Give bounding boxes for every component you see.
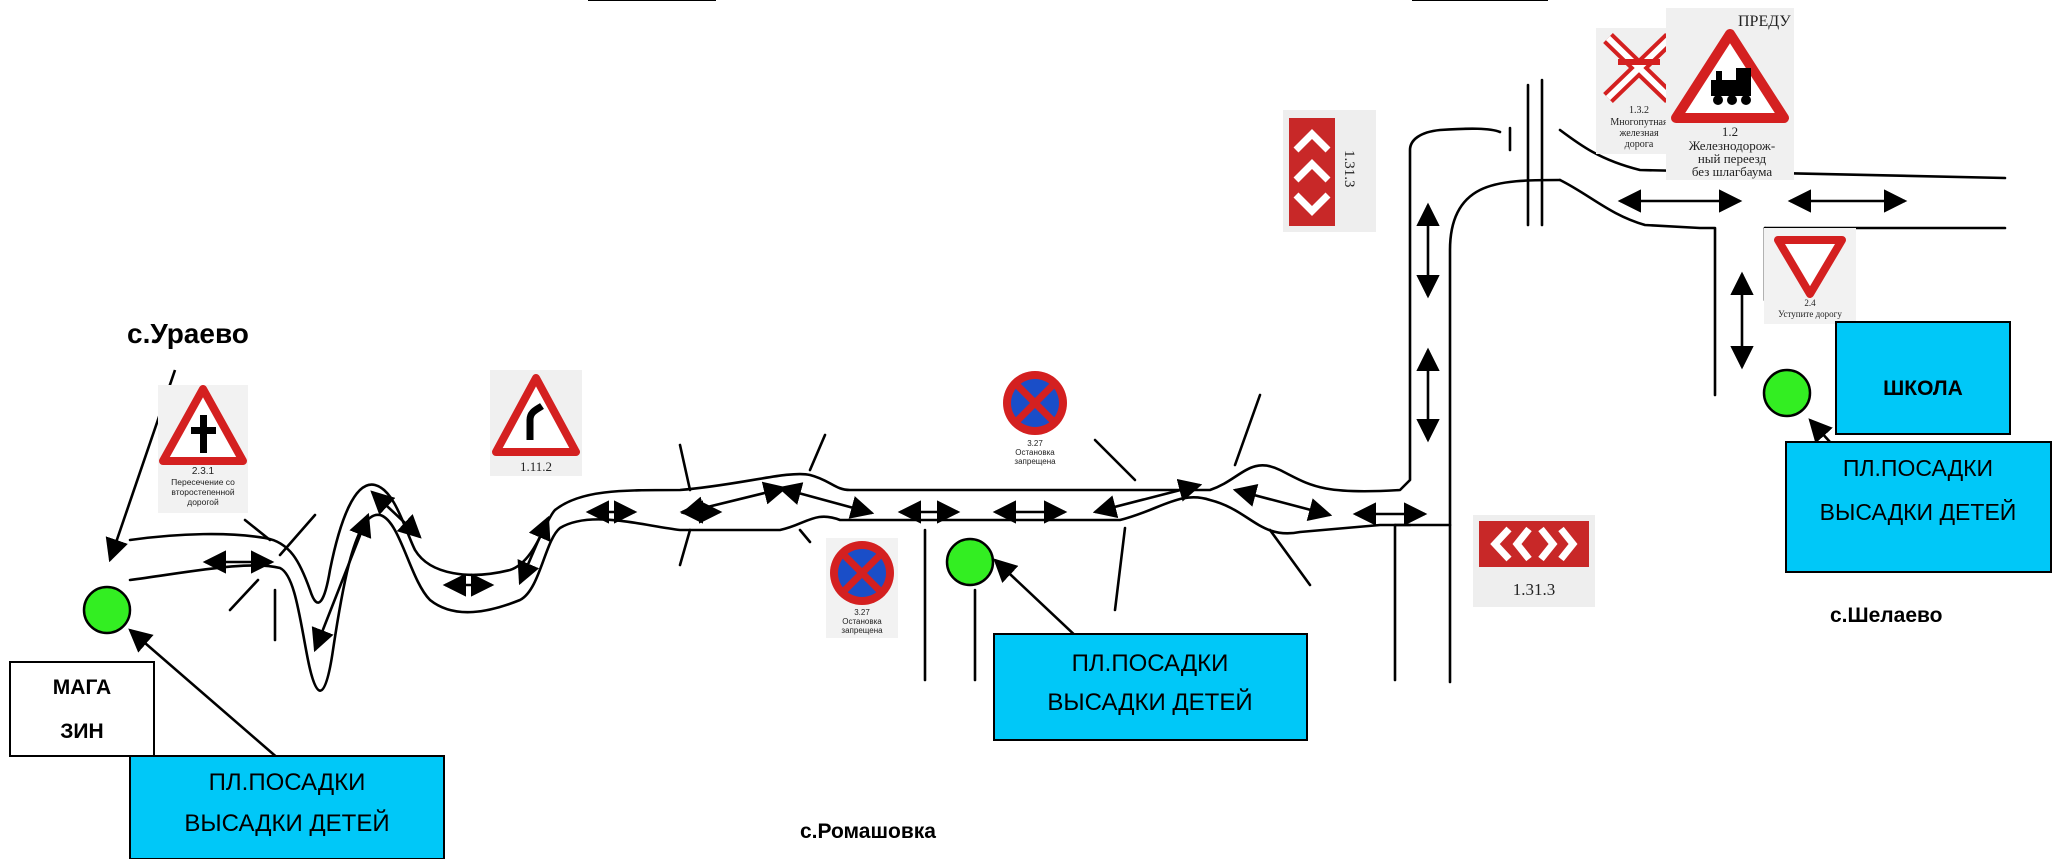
sign-code: 1.3.2 xyxy=(1629,105,1649,116)
lane-arrows xyxy=(202,189,1908,653)
school-label: ШКОЛА xyxy=(1883,377,1963,400)
sign-1-11-2: 1.11.2 xyxy=(490,370,582,476)
stop-marker-left xyxy=(82,585,132,635)
sign-code: 1.11.2 xyxy=(520,459,552,474)
sign-1-2: ПРЕДУ 1.2 Железнодорож- ный переезд без … xyxy=(1666,8,1794,180)
sign-code: 2.4 xyxy=(1804,298,1816,308)
road-stub xyxy=(1268,528,1312,587)
sign-1-31-3-vertical: 1.31.3 xyxy=(1283,110,1376,232)
sign-caption: Остановка xyxy=(842,617,882,626)
stop-area-box-right: ПЛ.ПОСАДКИ ВЫСАДКИ ДЕТЕЙ xyxy=(1785,441,2052,573)
stop-area-box-left: ПЛ.ПОСАДКИ ВЫСАДКИ ДЕТЕЙ xyxy=(129,755,445,859)
road-stub xyxy=(678,528,692,567)
stop-area-label: ПЛ.ПОСАДКИ xyxy=(1072,650,1229,677)
lane-arrow xyxy=(517,515,551,586)
road-stub xyxy=(1233,393,1262,467)
sign-3-27-bottom: 3.27 Остановка запрещена xyxy=(826,538,898,638)
sign-caption: дорога xyxy=(1625,139,1654,150)
sign-caption: железная xyxy=(1618,128,1659,139)
sign-caption: без шлагбаума xyxy=(1692,164,1773,179)
sign-code: 1.31.3 xyxy=(1341,150,1357,188)
sign-caption: Железнодорож- xyxy=(1689,138,1776,153)
stop-area-box-center: ПЛ.ПОСАДКИ ВЫСАДКИ ДЕТЕЙ xyxy=(993,633,1308,741)
sign-2-3-1: 2.3.1 Пересечение со второстепенной доро… xyxy=(158,385,248,513)
sign-2-4: 2.4 Уступите дорогу xyxy=(1764,228,1856,324)
stop-area-label: ВЫСАДКИ ДЕТЕЙ xyxy=(184,809,389,837)
shop-label: МАГА xyxy=(53,676,111,699)
road-stub xyxy=(808,433,827,472)
curve-warning-icon xyxy=(492,374,580,456)
road-stub xyxy=(1113,526,1127,612)
give-way-icon xyxy=(1774,236,1846,298)
road-stub xyxy=(678,443,692,492)
sign-3-27-top: 3.27 Остановка запрещена xyxy=(1003,371,1067,466)
school-box: ШКОЛА xyxy=(1835,321,2011,435)
stop-area-label: ПЛ.ПОСАДКИ xyxy=(1843,455,1993,481)
sign-caption: запрещена xyxy=(1014,457,1056,466)
sign-caption: дорогой xyxy=(187,497,219,507)
sign-caption: ный переезд xyxy=(1698,151,1767,166)
stop-marker-right xyxy=(1762,368,1812,418)
sign-code: 2.3.1 xyxy=(192,466,215,477)
stop-area-label: ВЫСАДКИ ДЕТЕЙ xyxy=(1047,688,1252,716)
place-label-romashovka: с.Ромашовка xyxy=(800,820,936,843)
sign-code: 3.27 xyxy=(1027,439,1043,448)
sign-caption: второстепенной xyxy=(171,487,235,497)
shop-box: МАГА ЗИН xyxy=(9,661,155,757)
sign-1-31-3-horizontal: 1.31.3 xyxy=(1473,515,1595,607)
road-stub xyxy=(798,528,812,544)
sign-code: 1.2 xyxy=(1722,124,1738,139)
sign-code: 3.27 xyxy=(854,608,870,617)
lane-arrow xyxy=(311,512,372,653)
sign-caption: Пересечение со xyxy=(171,477,235,487)
pointer-stop-right xyxy=(1808,418,1833,444)
sign-caption: Остановка xyxy=(1015,448,1055,457)
railway-cross-icon xyxy=(1603,32,1675,104)
pointer-stop-left xyxy=(128,628,281,761)
sign-code: 1.31.3 xyxy=(1513,580,1556,599)
pointer-stop-center xyxy=(993,558,1081,641)
stop-area-label: ВЫСАДКИ ДЕТЕЙ xyxy=(1820,498,2017,525)
place-label-uraevo: с.Ураево xyxy=(127,318,249,349)
lane-arrow xyxy=(777,482,875,519)
sign-caption: запрещена xyxy=(841,626,883,635)
road-right-lower xyxy=(1558,178,1717,397)
lane-arrow xyxy=(370,490,422,539)
stop-area-label: ПЛ.ПОСАДКИ xyxy=(209,769,366,796)
place-label-shelaevo: с.Шелаево xyxy=(1830,604,1942,627)
road-stub xyxy=(1093,438,1137,482)
lane-arrow xyxy=(1092,478,1203,519)
lane-arrow xyxy=(1232,484,1333,521)
shop-label: ЗИН xyxy=(60,720,103,743)
stop-markers xyxy=(82,368,1812,635)
side-road-left-stub xyxy=(278,513,317,557)
locomotive-icon xyxy=(1711,68,1751,105)
train-warning-icon xyxy=(1671,29,1789,123)
lane-arrow xyxy=(680,481,788,520)
side-road-left-stub xyxy=(243,518,272,542)
header-fragment-text: ПРЕДУ xyxy=(1738,13,1791,30)
sign-caption: Многопутная xyxy=(1610,117,1668,128)
sign-caption: Уступите дорогу xyxy=(1778,309,1842,319)
side-road-left-stub xyxy=(228,578,260,612)
stop-marker-center xyxy=(945,537,995,587)
